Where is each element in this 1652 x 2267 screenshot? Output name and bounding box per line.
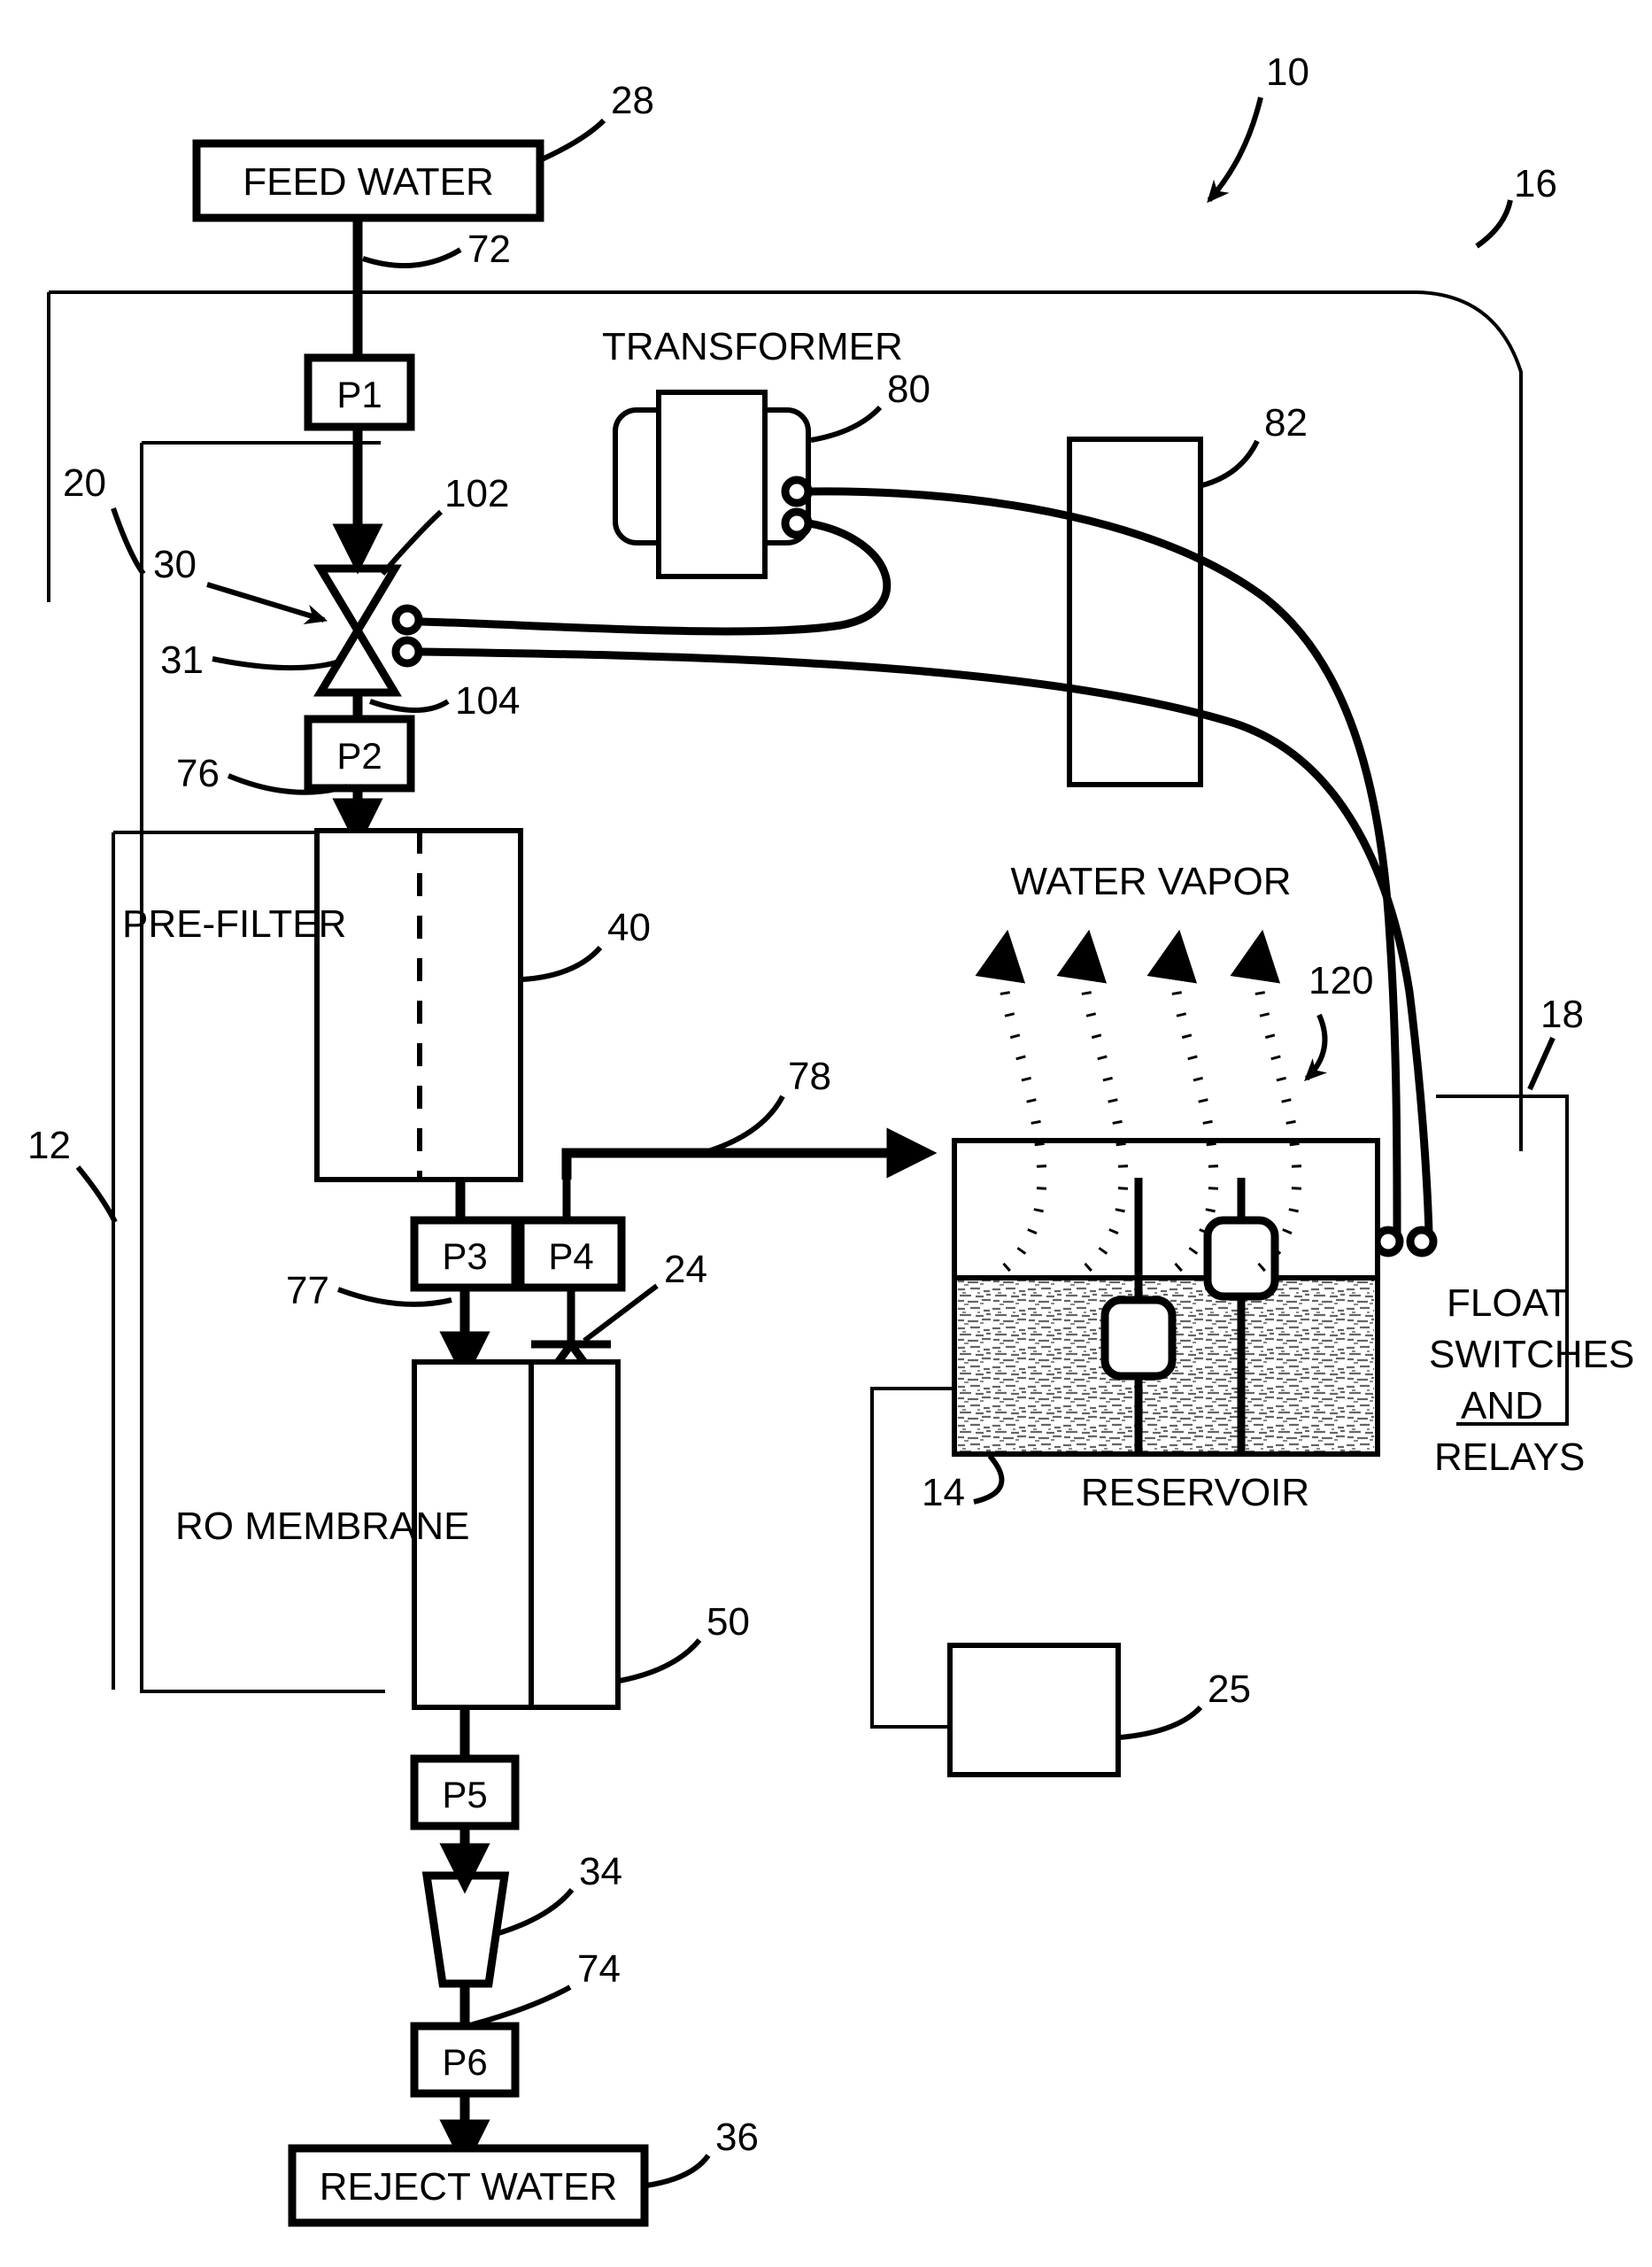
- leader-76: [227, 773, 348, 795]
- feed-water-box: [192, 139, 544, 222]
- ref-77: 77: [286, 1269, 329, 1312]
- ref-78: 78: [788, 1055, 831, 1098]
- leader-16: [1475, 199, 1513, 249]
- ref-20: 20: [63, 461, 106, 505]
- pump-p1-box: [304, 353, 415, 431]
- leader-18: [1527, 1036, 1556, 1091]
- leader-120: [1304, 1013, 1328, 1081]
- leader-25: [1119, 1705, 1203, 1740]
- wire-valve-lower: [417, 647, 1433, 1237]
- leader-24: [583, 1283, 659, 1343]
- ref-104: 104: [455, 679, 520, 723]
- leader-102: [380, 509, 444, 576]
- pre-filter-element-40: [314, 828, 523, 1182]
- system-envelope-12: [112, 831, 319, 1690]
- leader-14: [973, 1454, 1005, 1505]
- ref-102: 102: [444, 472, 509, 515]
- pump-p3-label: P3: [442, 1235, 487, 1277]
- ref-24: 24: [664, 1248, 707, 1291]
- reservoir-label: RESERVOIR: [1081, 1471, 1309, 1514]
- leader-80: [810, 405, 883, 443]
- ref-30: 30: [153, 543, 197, 586]
- pipe-78-permeate: [561, 1127, 938, 1180]
- wire-terminal-pair: [1372, 1226, 1438, 1257]
- ref-82: 82: [1264, 401, 1308, 445]
- leader-50: [619, 1638, 702, 1683]
- pump-p4-label: P4: [548, 1235, 593, 1277]
- pump-p1-label: P1: [336, 374, 382, 415]
- leader-28: [540, 118, 606, 162]
- float-switch-frame-18: [1436, 1095, 1569, 1426]
- ref-12: 12: [27, 1124, 71, 1167]
- ref-31: 31: [160, 638, 204, 682]
- pump-p6-label: P6: [442, 2041, 487, 2083]
- reservoir-14: [952, 1138, 1380, 1457]
- wire-transformer-lower: [417, 519, 892, 636]
- wire-transformer-upper: [805, 487, 1401, 1237]
- reservoir-to-box25-line: [870, 1387, 954, 1729]
- ref-76: 76: [176, 752, 220, 795]
- pump-p5-label: P5: [442, 1774, 487, 1815]
- leader-104: [369, 699, 450, 713]
- leader-10: [1207, 97, 1263, 204]
- solenoid-valve-30-31: [313, 564, 423, 697]
- leader-12: [75, 1165, 118, 1224]
- leader-20: [111, 507, 146, 576]
- ref-25: 25: [1208, 1667, 1251, 1711]
- ref-14: 14: [922, 1471, 965, 1514]
- float-switches-line-1: FLOAT: [1447, 1281, 1570, 1325]
- ref-80: 80: [887, 368, 930, 411]
- transformer-label: TRANSFORMER: [602, 325, 903, 368]
- leader-36: [645, 2154, 711, 2188]
- ref-72: 72: [467, 228, 511, 271]
- ref-34: 34: [579, 1850, 622, 1893]
- ref-16: 16: [1514, 162, 1557, 205]
- float-switches-line-3: AND: [1461, 1384, 1543, 1428]
- leader-31: [212, 656, 337, 671]
- leader-82: [1201, 439, 1260, 488]
- float-switches-line-2: SWITCHES: [1429, 1333, 1634, 1376]
- enclosure-outline-16: [47, 290, 1523, 1151]
- ref-10: 10: [1266, 50, 1309, 94]
- ref-40: 40: [607, 906, 651, 949]
- leader-40: [521, 945, 603, 982]
- ref-36: 36: [715, 2116, 759, 2159]
- pump-p2-label: P2: [336, 735, 382, 777]
- feed-water-label: FEED WATER: [243, 160, 494, 204]
- pump-p2-box: [304, 715, 415, 793]
- ref-18: 18: [1540, 993, 1584, 1036]
- flow-restrictor-34: [421, 1871, 510, 1988]
- module-25: [947, 1643, 1121, 1777]
- vapor-arrows-120: [975, 929, 1302, 1273]
- reject-water-box: [288, 2144, 649, 2227]
- ro-membrane-element-50: [412, 1359, 621, 1710]
- transformer-80: [613, 390, 813, 579]
- ro-membrane-label: RO MEMBRANE: [175, 1505, 469, 1548]
- water-vapor-label: WATER VAPOR: [1011, 860, 1292, 903]
- module-82: [1067, 437, 1203, 787]
- reject-water-label: REJECT WATER: [320, 2165, 618, 2209]
- ref-120: 120: [1308, 959, 1373, 1002]
- leader-77: [336, 1287, 452, 1307]
- leader-78: [707, 1095, 785, 1154]
- ref-28: 28: [611, 79, 654, 122]
- leader-74: [472, 1985, 572, 2027]
- ref-50: 50: [706, 1600, 750, 1644]
- leader-72: [362, 247, 462, 268]
- pre-filter-label: PRE-FILTER: [122, 902, 346, 946]
- float-switches-line-4: RELAYS: [1434, 1435, 1585, 1479]
- leader-30: [206, 582, 328, 624]
- control-line-20: [140, 441, 385, 1693]
- leader-34: [495, 1888, 575, 1937]
- ref-74: 74: [577, 1947, 621, 1991]
